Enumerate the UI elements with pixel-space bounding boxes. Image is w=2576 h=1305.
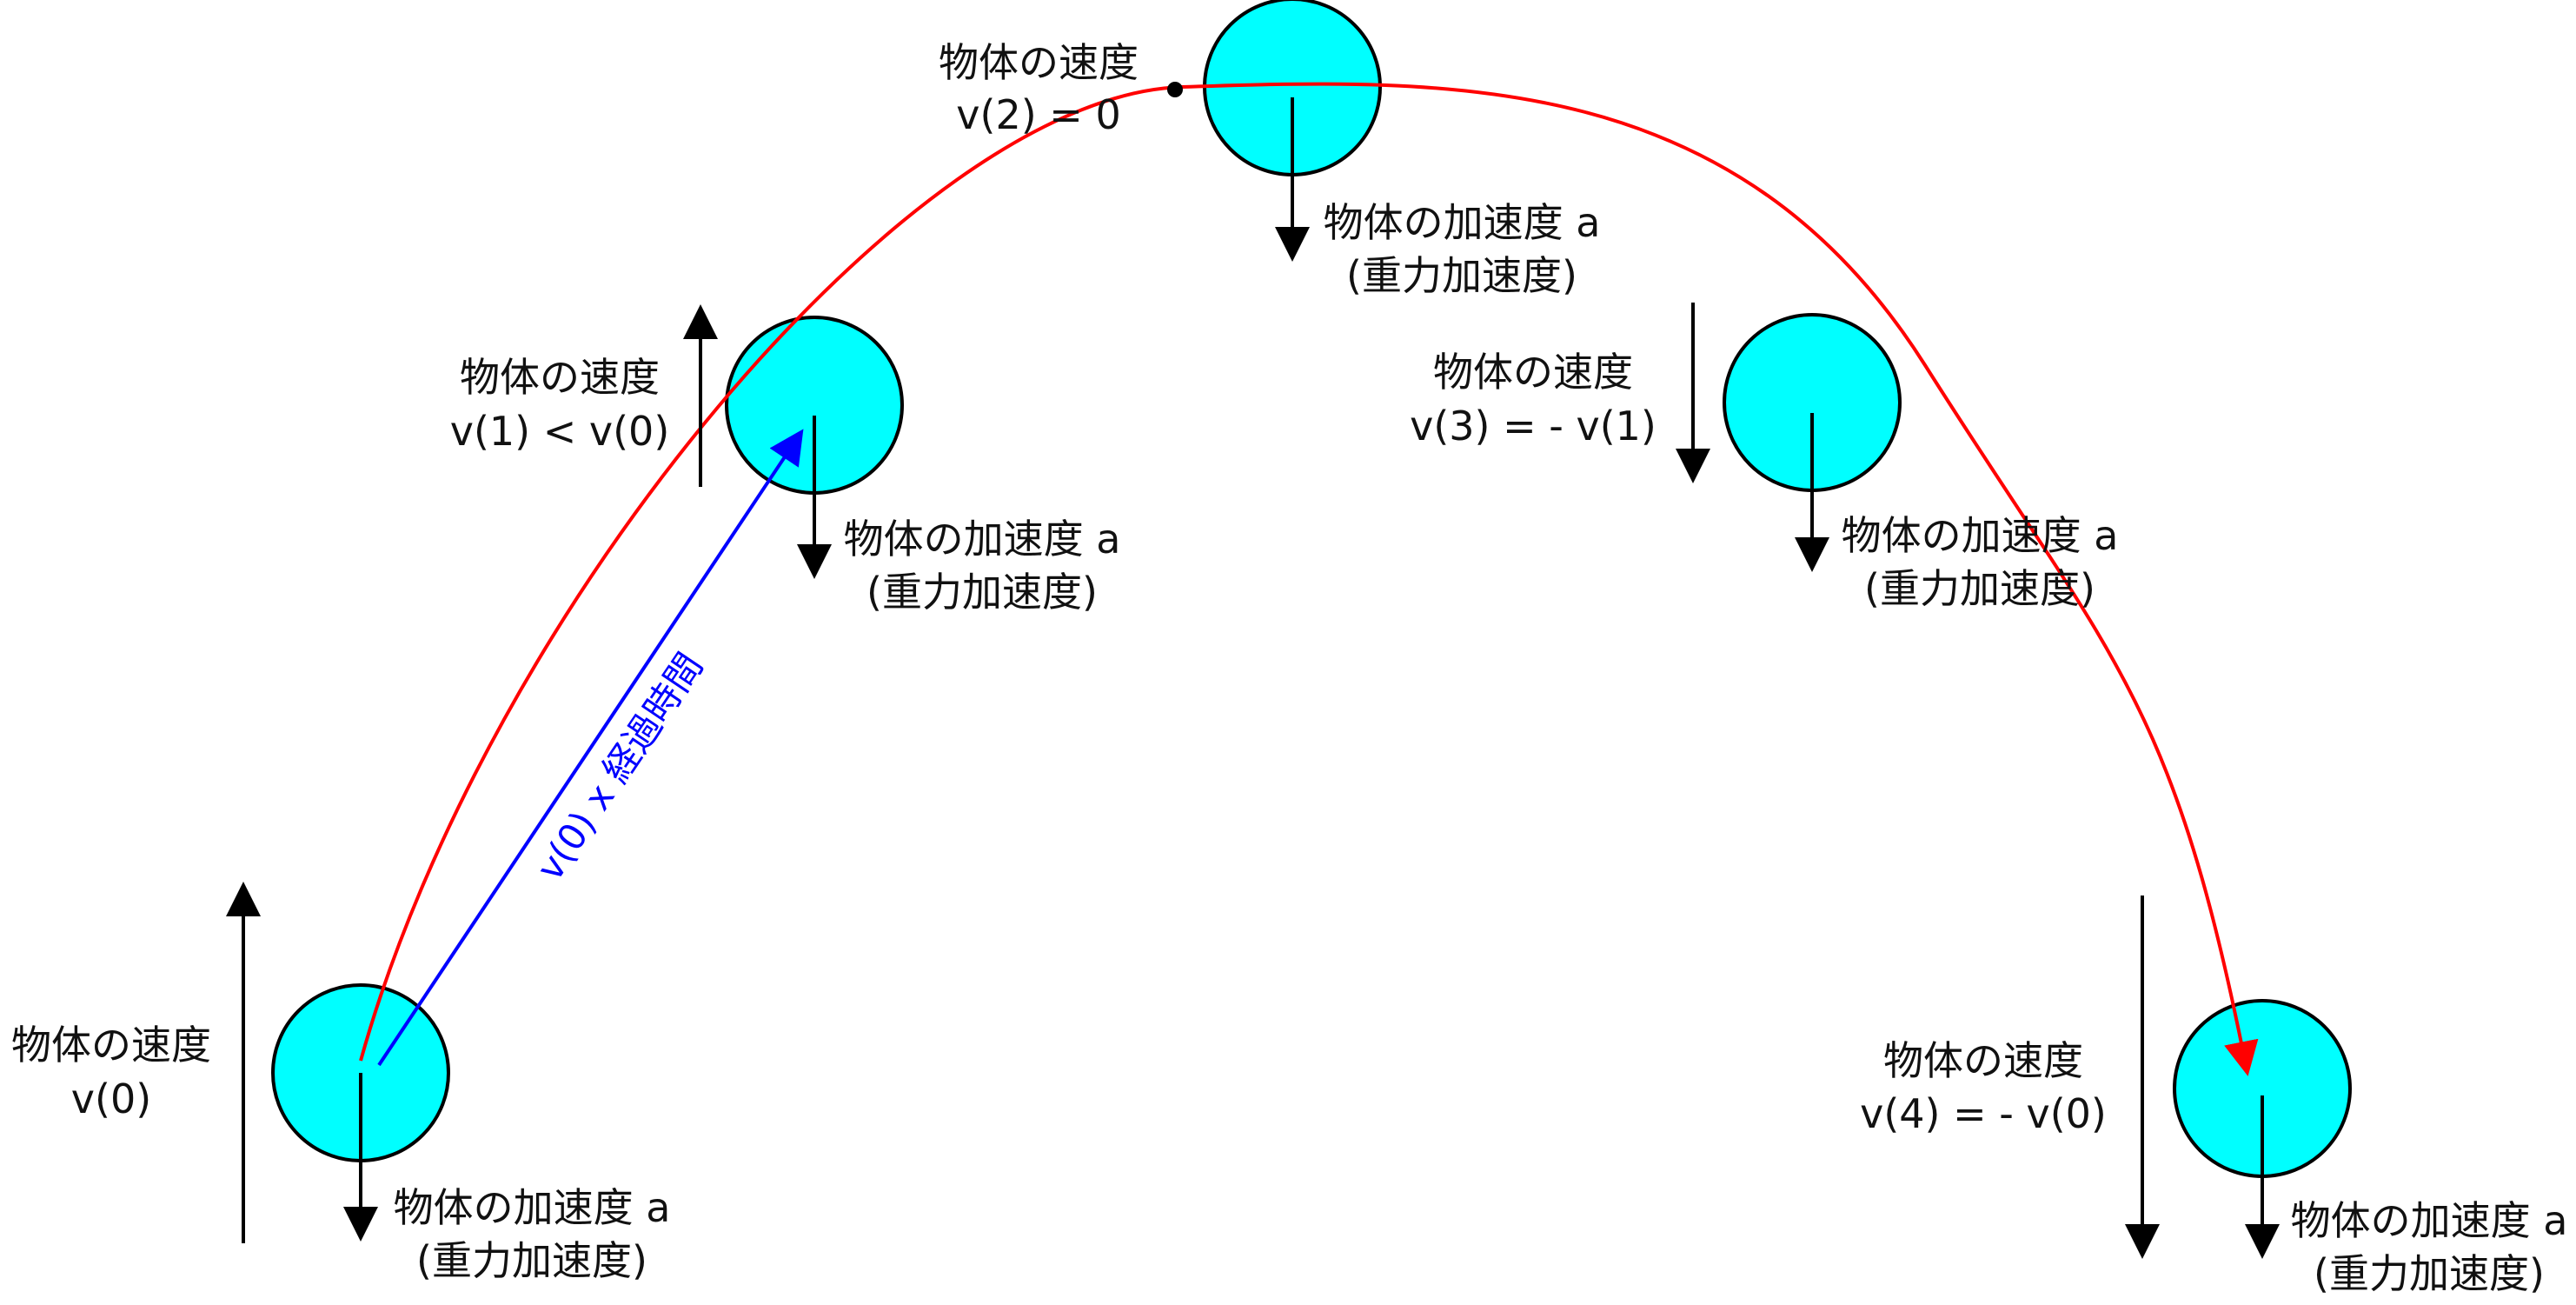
accel-label-2: 物体の加速度 a — [1324, 199, 1601, 246]
velocity-label-1: 物体の速度 — [460, 354, 660, 401]
accel-note-2: (重力加速度) — [1346, 252, 1577, 299]
apex-dot — [1167, 82, 1183, 97]
accel-label-3: 物体の加速度 a — [1842, 512, 2119, 559]
accel-note-4: (重力加速度) — [2314, 1250, 2545, 1297]
trajectory-curve — [359, 82, 2259, 1076]
displacement-label: v(0) x 経過時間 — [528, 645, 712, 888]
accel-note-0: (重力加速度) — [416, 1237, 647, 1284]
velocity-value-4: v(4) = - v(0) — [1860, 1090, 2107, 1137]
accel-label-1: 物体の加速度 a — [844, 516, 1121, 563]
velocity-value-2: v(2) = 0 — [956, 91, 1120, 138]
velocity-value-1: v(1) < v(0) — [450, 408, 670, 455]
accel-note-1: (重力加速度) — [866, 569, 1098, 616]
velocity-label-4: 物体の速度 — [1883, 1037, 2083, 1084]
velocity-label-0: 物体の速度 — [11, 1022, 211, 1069]
velocity-label-3: 物体の速度 — [1433, 349, 1633, 396]
velocity-value-0: v(0) — [71, 1075, 151, 1122]
accel-label-0: 物体の加速度 a — [394, 1184, 671, 1231]
displacement-arrow — [377, 429, 804, 1067]
velocity-value-3: v(3) = - v(1) — [1410, 403, 1656, 449]
accel-label-4: 物体の加速度 a — [2291, 1197, 2568, 1244]
velocity-label-2: 物体の速度 — [939, 39, 1139, 86]
accel-note-3: (重力加速度) — [1864, 565, 2095, 612]
